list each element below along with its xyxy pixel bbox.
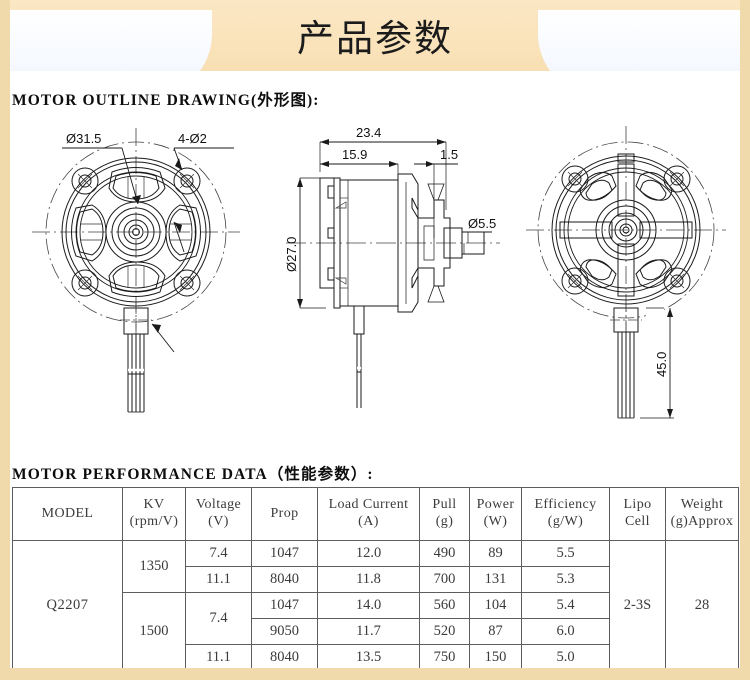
header-power-line1: Power [476, 497, 515, 513]
table-row: 9050 11.7 520 87 6.0 [13, 618, 739, 645]
outline-drawing-heading: MOTOR OUTLINE DRAWING(外形图): [12, 92, 320, 109]
cell-pull-2: 700 [419, 566, 470, 593]
outline-drawings-area: Ø31.5 4-Ø2 [10, 112, 740, 442]
cell-pull-4: 520 [419, 618, 470, 645]
header-voltage: Voltage (V) [185, 487, 252, 541]
header-load-current: Load Current (A) [317, 487, 420, 541]
cell-load-current-3: 14.0 [317, 592, 420, 619]
page-title: 产品参数 [297, 17, 453, 60]
cell-voltage-2: 11.1 [185, 566, 252, 593]
header-voltage-line2: (V) [208, 514, 229, 529]
header-pull: Pull (g) [419, 487, 470, 541]
front-view-diameter-label: Ø31.5 [66, 131, 101, 146]
cell-voltage-3: 7.4 [185, 592, 252, 645]
cell-kv-group-1: 1350 [122, 540, 186, 593]
performance-table-wrapper: MODEL KV (rpm/V) Voltage (V) Prop [12, 487, 739, 668]
cell-prop-4: 9050 [251, 618, 318, 645]
cell-efficiency-2: 5.3 [521, 566, 610, 593]
page-banner: 产品参数 [10, 0, 740, 80]
cell-load-current-4: 11.7 [317, 618, 420, 645]
table-row: 1500 7.4 1047 14.0 560 104 5.4 [13, 592, 739, 668]
header-kv-line1: KV [143, 497, 165, 513]
cell-power-4: 87 [469, 618, 522, 645]
table-header-row: MODEL KV (rpm/V) Voltage (V) Prop [12, 487, 739, 541]
header-kv: KV (rpm/V) [122, 487, 186, 541]
motor-front-view: Ø31.5 4-Ø2 [24, 112, 274, 442]
front-view-hole-label: 4-Ø2 [178, 131, 207, 146]
cell-pull-1: 490 [419, 540, 470, 567]
cell-kv-group-2: 1500 [122, 592, 186, 668]
side-view-body-diameter-label: Ø27.0 [284, 237, 299, 272]
header-lipo-line1: Lipo [623, 497, 652, 513]
cell-efficiency-3: 5.4 [521, 592, 610, 619]
header-model-line1: MODEL [41, 505, 94, 521]
rear-view-wire-length-label: 45.0 [654, 352, 669, 377]
cell-efficiency-5: 5.0 [521, 644, 610, 668]
cell-voltage-1: 7.4 [185, 540, 252, 567]
motor-side-section-view: 23.4 15.9 1.5 Ø27.0 Ø5.5 [278, 112, 508, 442]
cell-power-5: 150 [469, 644, 522, 668]
header-load-current-line1: Load Current [328, 497, 409, 513]
cell-load-current-5: 13.5 [317, 644, 420, 668]
header-pull-line1: Pull [432, 497, 457, 513]
cell-load-current-1: 12.0 [317, 540, 420, 567]
table-row: 11.1 8040 13.5 750 150 5.0 [13, 644, 739, 668]
header-lipo-cell: Lipo Cell [609, 487, 666, 541]
header-model: MODEL [12, 487, 123, 541]
header-power-line2: (W) [483, 514, 508, 529]
cell-pull-5: 750 [419, 644, 470, 668]
cell-prop-5: 8040 [251, 644, 318, 668]
header-weight-line2: (g)Approx [670, 514, 734, 529]
header-pull-line2: (g) [435, 514, 454, 529]
cell-pull-3: 560 [419, 592, 470, 619]
cell-power-3: 104 [469, 592, 522, 619]
side-view-shaft-diameter-label: Ø5.5 [468, 216, 496, 231]
cell-prop-2: 8040 [251, 566, 318, 593]
header-power: Power (W) [469, 487, 522, 541]
cell-voltage-4: 11.1 [185, 644, 252, 668]
cell-power-2: 131 [469, 566, 522, 593]
page-content: 产品参数 MOTOR OUTLINE DRAWING(外形图): [10, 0, 740, 668]
header-weight: Weight (g)Approx [665, 487, 739, 541]
cell-efficiency-1: 5.5 [521, 540, 610, 567]
side-view-body-length-label: 15.9 [342, 147, 367, 162]
motor-rear-view: 45.0 [522, 112, 740, 442]
header-prop-line1: Prop [270, 505, 299, 521]
cell-lipo-cell: 2-3S [609, 540, 666, 668]
header-efficiency-line1: Efficiency [534, 497, 597, 513]
side-view-shaft-step-label: 1.5 [440, 147, 458, 162]
banner-cut-right [538, 10, 740, 80]
header-prop: Prop [251, 487, 318, 541]
side-view-total-length-label: 23.4 [356, 125, 381, 140]
header-weight-line1: Weight [680, 497, 724, 513]
cell-efficiency-4: 6.0 [521, 618, 610, 645]
cell-load-current-2: 11.8 [317, 566, 420, 593]
header-kv-line2: (rpm/V) [129, 514, 179, 529]
table-row: Q2207 1350 7.4 1047 12.0 490 89 5.5 2-3S… [12, 540, 739, 668]
cell-prop-3: 1047 [251, 592, 318, 619]
performance-data-heading: MOTOR PERFORMANCE DATA（性能参数）: [12, 466, 374, 483]
header-efficiency: Efficiency (g/W) [521, 487, 610, 541]
cell-model: Q2207 [12, 540, 123, 668]
performance-table: MODEL KV (rpm/V) Voltage (V) Prop [12, 487, 739, 668]
header-lipo-line2: Cell [625, 514, 650, 529]
cell-prop-1: 1047 [251, 540, 318, 567]
header-voltage-line1: Voltage [195, 497, 242, 513]
banner-cut-left [10, 10, 212, 80]
cell-power-1: 89 [469, 540, 522, 567]
header-load-current-line2: (A) [358, 514, 379, 529]
table-row: 11.1 8040 11.8 700 131 5.3 [13, 566, 739, 593]
header-efficiency-line2: (g/W) [547, 514, 584, 529]
cell-weight: 28 [665, 540, 739, 668]
banner-base [10, 71, 740, 80]
